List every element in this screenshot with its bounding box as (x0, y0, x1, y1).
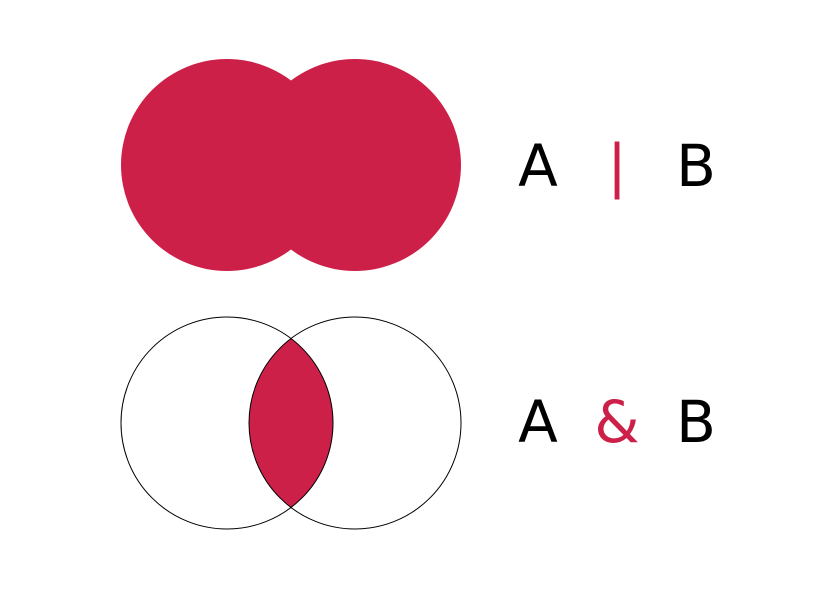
intersection-right-label: B (676, 388, 716, 456)
intersection-overlap (249, 317, 333, 529)
union-circle-b (249, 59, 461, 271)
union-operator: | (607, 132, 627, 200)
intersection-operator: & (594, 388, 639, 456)
intersection-circle-b (248, 316, 462, 530)
union-right-label: B (676, 132, 716, 200)
union-left-label: A (518, 132, 558, 200)
intersection-venn (120, 316, 462, 530)
intersection-circle-a (120, 316, 334, 530)
union-venn (121, 59, 461, 271)
intersection-left-label: A (518, 388, 558, 456)
